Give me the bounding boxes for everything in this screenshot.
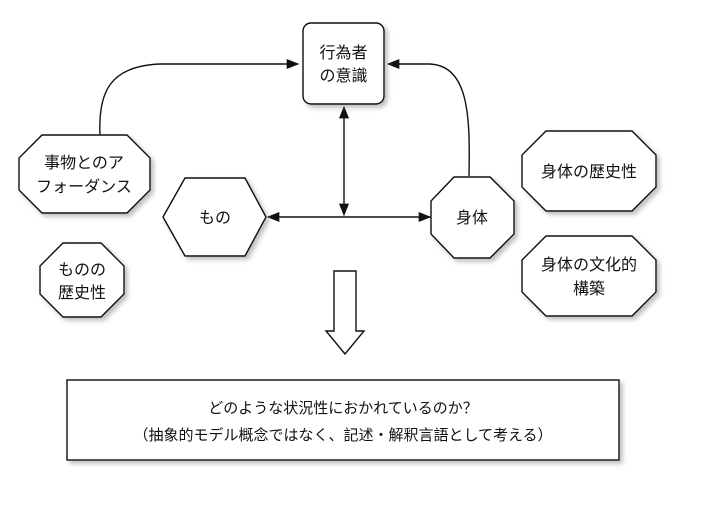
down-arrow-icon (324, 270, 366, 356)
node-thing-history (39, 242, 125, 318)
actor-label-line2: の意識 (319, 66, 367, 85)
body-culture-label-line1: 身体の文化的 (541, 255, 637, 274)
node-body-culture (521, 235, 657, 317)
body-label: 身体 (456, 208, 488, 227)
affordance-label-line2: フォーダンス (36, 177, 132, 196)
node-body (430, 176, 515, 259)
question-line1: どのような状況性におかれているのか？ (208, 399, 478, 417)
body-culture-label-line2: 構築 (573, 279, 605, 298)
connector-body-to-actor (386, 58, 470, 177)
thing-history-label-line1: ものの (58, 260, 106, 279)
question-box (66, 379, 620, 461)
node-thing (162, 177, 267, 257)
thing-history-label-line2: 歴史性 (58, 283, 106, 302)
connector-affordance-to-actor (99, 58, 300, 136)
node-affordance (18, 134, 151, 214)
node-body-history (521, 130, 657, 212)
actor-label-line1: 行為者 (319, 43, 367, 62)
question-line2: （抽象的モデル概念ではなく、記述・解釈言語として考える） (133, 426, 552, 444)
node-actor-consciousness (302, 22, 385, 105)
body-history-label: 身体の歴史性 (541, 162, 637, 181)
affordance-label-line1: 事物とのア (44, 153, 124, 172)
thing-label: もの (199, 208, 231, 227)
